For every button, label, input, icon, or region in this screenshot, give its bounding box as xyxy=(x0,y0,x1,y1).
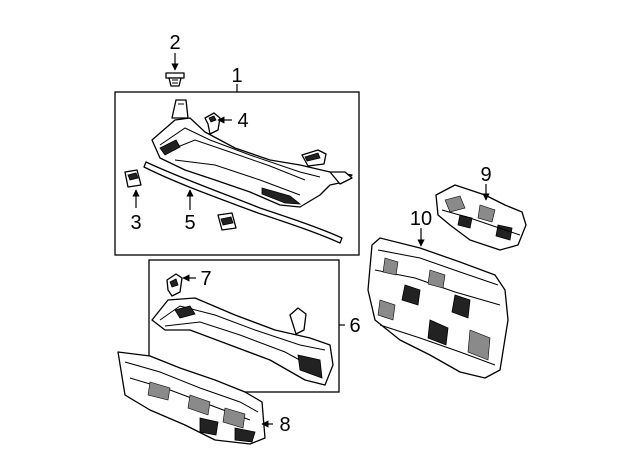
callout-1: 1 xyxy=(231,65,242,87)
part-10-dash-panel xyxy=(367,237,509,379)
callout-9: 9 xyxy=(480,164,491,186)
part-seal-lower xyxy=(217,212,237,231)
callout-7: 7 xyxy=(200,268,211,290)
callout-8: 8 xyxy=(279,414,290,436)
part-seal-right xyxy=(301,149,327,167)
callout-2: 2 xyxy=(169,32,180,54)
part-2-clip xyxy=(165,72,185,87)
callout-10: 10 xyxy=(410,208,432,230)
part-4-bracket xyxy=(204,112,221,135)
part-7-bracket xyxy=(166,273,183,297)
part-9-insulator xyxy=(435,184,527,251)
callout-3: 3 xyxy=(130,212,141,234)
part-5-weatherstrip xyxy=(143,161,343,244)
part-3-seal xyxy=(124,169,142,188)
part-1-cowl-top xyxy=(151,99,353,208)
callout-4: 4 xyxy=(237,110,248,132)
part-6-cowl-panel xyxy=(151,297,334,386)
callout-6: 6 xyxy=(349,315,360,337)
part-8-dash-lower xyxy=(117,351,266,445)
callout-5: 5 xyxy=(184,212,195,234)
